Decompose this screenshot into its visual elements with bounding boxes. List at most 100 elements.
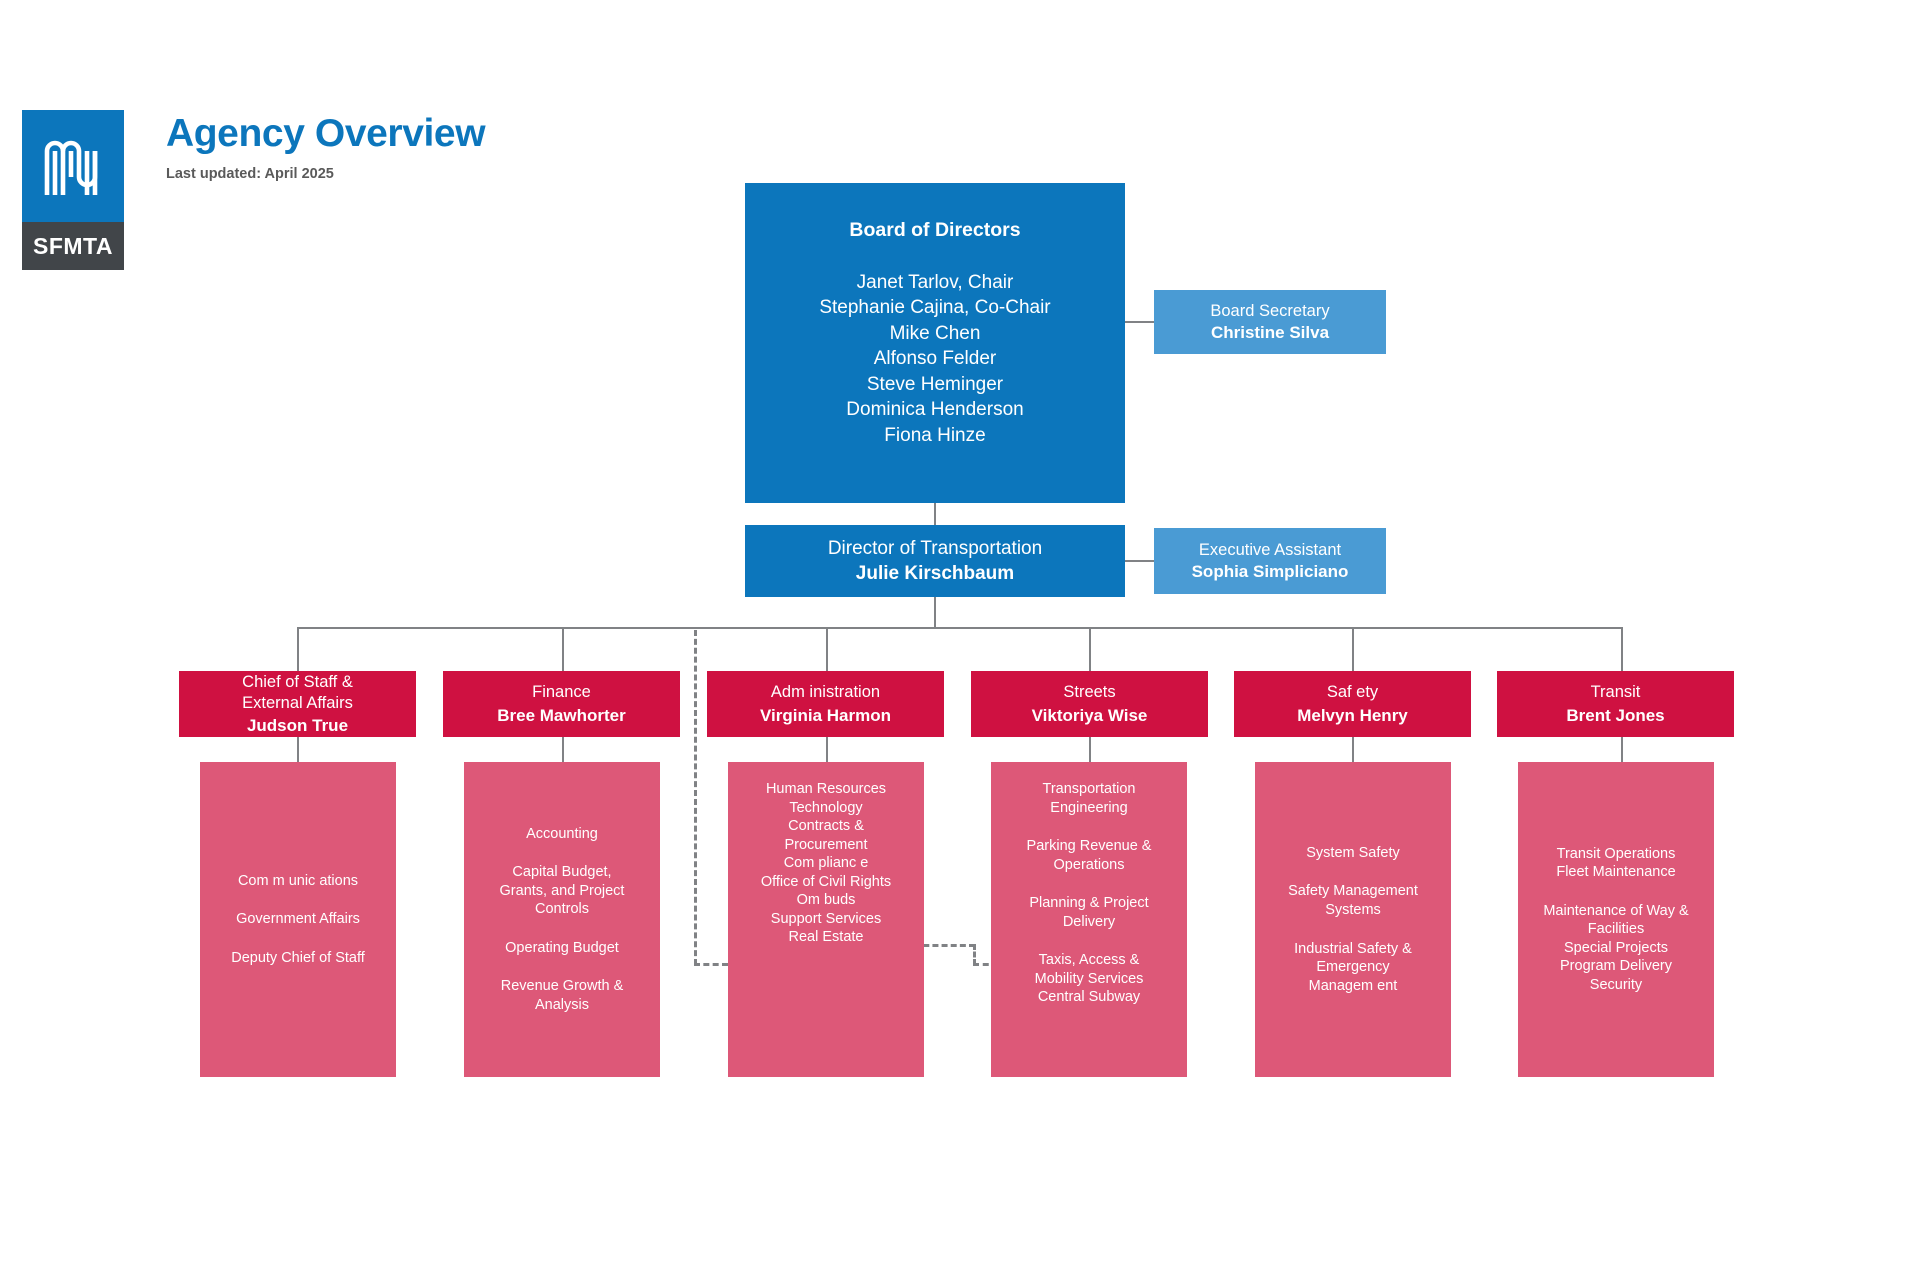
division-group-line: Emergency bbox=[1316, 959, 1390, 976]
connector-drop-transit bbox=[1621, 627, 1623, 671]
division-group: Technology bbox=[728, 799, 924, 818]
division-group-line: Managem ent bbox=[1308, 977, 1398, 994]
division-group: Revenue Growth &Analysis bbox=[464, 977, 660, 1014]
board-member: Stephanie Cajina, Co-Chair bbox=[819, 297, 1051, 319]
connector-drop-streets bbox=[1089, 627, 1091, 671]
connector-drop-chief-of-staff bbox=[297, 627, 299, 671]
board-member: Fiona Hinze bbox=[884, 424, 986, 446]
division-group-line: Com m unic ations bbox=[237, 872, 359, 889]
division-group: Support Services bbox=[728, 910, 924, 929]
division-group-line: Com plianc e bbox=[783, 855, 869, 872]
division-group-line: Maintenance of Way & bbox=[1543, 902, 1689, 919]
division-group-line: Deputy Chief of Staff bbox=[231, 949, 365, 966]
connector-director-to-bus bbox=[934, 597, 936, 627]
division-dept-line: Chief of Staff & bbox=[242, 672, 353, 691]
connector-drop-administration bbox=[826, 627, 828, 671]
connector-board-to-secretary bbox=[1125, 321, 1154, 323]
board-member: Dominica Henderson bbox=[846, 399, 1024, 421]
division-group-line: Technology bbox=[789, 799, 863, 816]
connector-stub-finance bbox=[562, 737, 564, 762]
board-secretary-box[interactable]: Board Secretary Christine Silva bbox=[1154, 290, 1386, 354]
division-dept-line: Finance bbox=[532, 683, 591, 702]
page-title: Agency Overview bbox=[166, 112, 486, 155]
sfmta-logo: SFMTA bbox=[22, 110, 124, 270]
division-group-line: Engineering bbox=[1050, 799, 1128, 816]
division-lead-name: Viktoriya Wise bbox=[1031, 705, 1148, 725]
division-dept-name: Streets bbox=[1063, 682, 1115, 703]
division-group: Real Estate bbox=[728, 928, 924, 947]
sfmta-m-logo-icon bbox=[22, 110, 124, 222]
division-group-line: Accounting bbox=[526, 825, 598, 842]
director-of-transportation-box[interactable]: Director of Transportation Julie Kirschb… bbox=[745, 525, 1125, 597]
division-header-safety[interactable]: Saf ety Melvyn Henry bbox=[1234, 671, 1471, 737]
division-group: Com plianc e bbox=[728, 854, 924, 873]
executive-assistant-role: Executive Assistant bbox=[1198, 540, 1342, 559]
division-group-line: Operating Budget bbox=[505, 939, 619, 956]
division-group: Operating Budget bbox=[464, 939, 660, 958]
dashed-connector-horizontal-right bbox=[905, 944, 975, 947]
division-lead-name: Virginia Harmon bbox=[760, 705, 891, 725]
board-secretary-role: Board Secretary bbox=[1210, 301, 1330, 320]
division-group: Government Affairs bbox=[200, 910, 396, 929]
board-of-directors-box[interactable]: Board of Directors Janet Tarlov, Chair S… bbox=[745, 183, 1125, 503]
division-group-line: Transportation bbox=[1042, 781, 1136, 797]
division-lead-name: Melvyn Henry bbox=[1297, 705, 1408, 725]
division-group-line: Procurement bbox=[784, 836, 868, 853]
division-group-line: Operations bbox=[1053, 856, 1125, 873]
board-member: Janet Tarlov, Chair bbox=[856, 272, 1014, 293]
division-group: Deputy Chief of Staff bbox=[200, 949, 396, 968]
division-dept-line: Streets bbox=[1063, 683, 1116, 702]
division-group-line: Systems bbox=[1325, 901, 1381, 918]
division-group-line: Mobility Services bbox=[1034, 970, 1144, 987]
division-group-line: Planning & Project bbox=[1029, 895, 1149, 912]
division-group-line: Grants, and Project bbox=[499, 882, 625, 899]
title-block: Agency Overview Last updated: April 2025 bbox=[166, 110, 486, 182]
division-lead-name: Judson True bbox=[246, 716, 349, 736]
division-group-line: Delivery bbox=[1062, 913, 1116, 930]
division-group-line: Fleet Maintenance bbox=[1556, 864, 1676, 881]
executive-assistant-name: Sophia Simpliciano bbox=[1191, 561, 1349, 581]
division-group-line: Parking Revenue & bbox=[1026, 838, 1152, 855]
division-group-line: Controls bbox=[535, 901, 589, 918]
connector-stub-streets bbox=[1089, 737, 1091, 762]
last-updated-text: Last updated: April 2025 bbox=[166, 166, 334, 182]
division-header-finance[interactable]: Finance Bree Mawhorter bbox=[443, 671, 680, 737]
executive-assistant-box[interactable]: Executive Assistant Sophia Simpliciano bbox=[1154, 528, 1386, 594]
connector-drop-safety bbox=[1352, 627, 1354, 671]
division-group-line: Safety Management bbox=[1288, 883, 1418, 900]
division-group-line: Special Projects bbox=[1564, 939, 1668, 956]
division-header-administration[interactable]: Adm inistration Virginia Harmon bbox=[707, 671, 944, 737]
sfmta-logo-wordmark: SFMTA bbox=[22, 222, 124, 270]
division-dept-line: Saf ety bbox=[1326, 683, 1379, 702]
sfmta-logo-text: SFMTA bbox=[32, 232, 113, 259]
division-header-streets[interactable]: Streets Viktoriya Wise bbox=[971, 671, 1208, 737]
board-member: Alfonso Felder bbox=[873, 348, 997, 370]
connector-stub-chief-of-staff bbox=[297, 737, 299, 762]
connector-stub-administration bbox=[826, 737, 828, 762]
division-header-transit[interactable]: Transit Brent Jones bbox=[1497, 671, 1734, 737]
division-group: Human Resources bbox=[728, 780, 924, 799]
division-lead-name: Brent Jones bbox=[1566, 705, 1665, 725]
division-header-chief-of-staff[interactable]: Chief of Staff &External Affairs Judson … bbox=[179, 671, 416, 737]
division-dept-name: Adm inistration bbox=[771, 682, 880, 703]
division-group-line: System Safety bbox=[1306, 844, 1400, 861]
division-dept-name: Transit bbox=[1591, 682, 1641, 703]
connector-division-bus bbox=[298, 627, 1623, 629]
division-dept-line: Transit bbox=[1590, 683, 1641, 702]
division-group-line: Transit Operations bbox=[1556, 845, 1676, 862]
division-group-line: Revenue Growth & bbox=[500, 978, 624, 995]
